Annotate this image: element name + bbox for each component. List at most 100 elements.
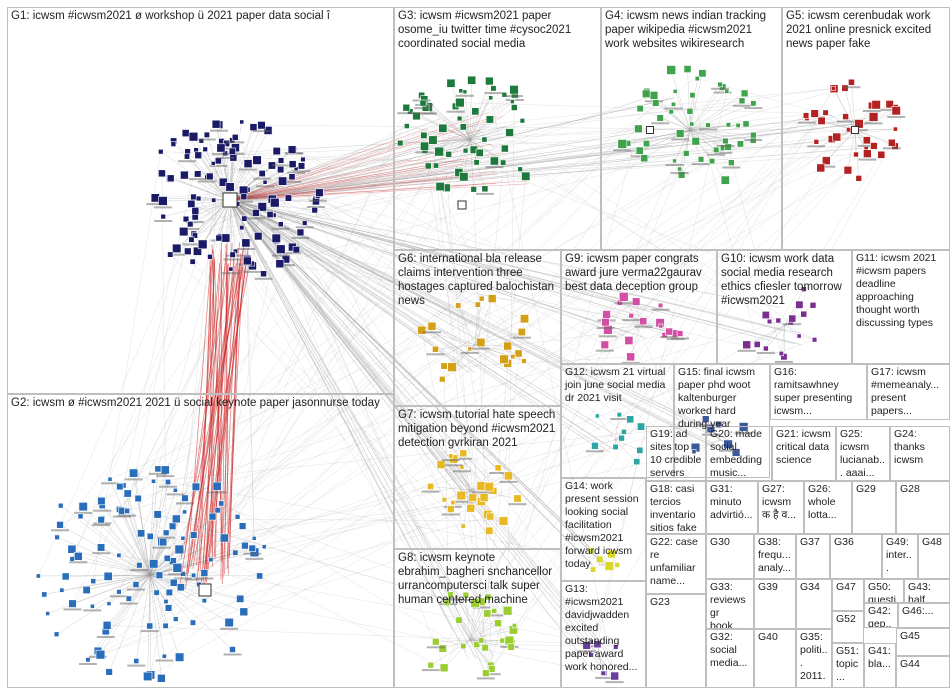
node xyxy=(591,442,599,450)
edge xyxy=(149,552,255,576)
node xyxy=(822,109,829,116)
node xyxy=(447,362,457,372)
node xyxy=(162,529,170,536)
node xyxy=(677,171,686,179)
edge xyxy=(459,102,471,141)
node xyxy=(677,166,682,172)
node xyxy=(261,544,267,550)
edge xyxy=(475,431,625,604)
edge xyxy=(229,199,467,327)
node xyxy=(200,569,209,577)
node-label-mark xyxy=(858,158,877,161)
group-box-g13: G13: #icwsm2021 davidjwadden excited out… xyxy=(561,581,646,688)
group-label: G49: inter... xyxy=(886,536,912,574)
node-label-mark xyxy=(714,151,733,154)
node-label-mark xyxy=(188,178,207,181)
node xyxy=(488,665,496,673)
edge xyxy=(229,199,709,428)
node xyxy=(97,496,106,506)
hub-node xyxy=(457,200,467,210)
edge xyxy=(237,203,631,420)
node xyxy=(182,215,190,223)
node-label-mark xyxy=(505,95,523,98)
edge xyxy=(109,479,151,576)
node-label-mark xyxy=(614,302,633,305)
node xyxy=(481,136,488,143)
node xyxy=(427,482,434,490)
group-box-g19: G19: ad sites top 10 credible servers al… xyxy=(646,426,706,481)
node-label-mark xyxy=(146,203,165,206)
edge xyxy=(655,102,691,131)
edge xyxy=(198,249,214,572)
group-box-g44: G44 xyxy=(896,656,950,688)
edge xyxy=(185,241,245,578)
edge xyxy=(424,139,471,151)
node xyxy=(616,412,622,418)
node-label-mark xyxy=(441,513,460,516)
edge xyxy=(61,574,151,591)
edge xyxy=(229,199,801,345)
node xyxy=(173,487,178,493)
group-box-g52: G52 xyxy=(832,611,864,643)
node xyxy=(229,251,236,258)
node xyxy=(728,159,735,166)
node xyxy=(863,149,872,158)
node xyxy=(153,510,162,519)
edge xyxy=(229,158,463,201)
edge xyxy=(254,339,815,539)
edge xyxy=(586,128,896,646)
node xyxy=(137,529,146,538)
edge xyxy=(854,129,857,155)
edge xyxy=(469,139,521,170)
node xyxy=(613,644,619,650)
group-box-g11: G11: icwsm 2021 #icwsm papers deadline a… xyxy=(852,250,950,364)
edge xyxy=(784,289,805,326)
node xyxy=(740,89,749,98)
node-label-mark xyxy=(744,107,763,110)
edge xyxy=(280,249,478,305)
node-label-mark xyxy=(124,478,143,481)
node xyxy=(484,482,494,492)
edge xyxy=(628,340,696,448)
node xyxy=(82,585,91,594)
edge xyxy=(428,165,519,354)
node xyxy=(218,177,228,187)
node xyxy=(600,340,610,349)
node xyxy=(665,327,673,336)
node-label-mark xyxy=(246,217,265,220)
edge xyxy=(87,508,471,660)
edge xyxy=(109,145,874,480)
edge xyxy=(140,533,151,576)
node xyxy=(738,97,746,105)
edge xyxy=(442,128,486,648)
edge xyxy=(149,574,241,600)
node-label-mark xyxy=(454,457,473,460)
edge xyxy=(149,574,244,613)
node-label-mark xyxy=(119,602,138,605)
node xyxy=(194,151,203,160)
edge xyxy=(491,88,835,670)
edge xyxy=(469,622,499,641)
node-label-mark xyxy=(671,337,689,340)
edge xyxy=(689,91,727,131)
node xyxy=(252,209,260,217)
group-label: G42: gep... xyxy=(868,605,892,628)
edge xyxy=(631,145,875,316)
edge xyxy=(71,256,211,559)
edge xyxy=(229,199,733,446)
group-box-g38: G38: frequ... analy... xyxy=(754,534,796,579)
edge xyxy=(229,199,609,651)
node xyxy=(35,573,41,579)
group-box-g5: G5: icwsm cerenbudak work 2021 online pr… xyxy=(782,7,950,250)
edge xyxy=(135,474,598,645)
node xyxy=(500,159,507,166)
edge xyxy=(435,139,471,166)
group-box-g30: G30 xyxy=(706,534,754,579)
node xyxy=(519,118,525,124)
group-label: G1: icwsm #icwsm2021 ø workshop ü 2021 p… xyxy=(11,10,330,22)
edge xyxy=(93,574,151,582)
node xyxy=(160,213,166,220)
node xyxy=(639,317,648,326)
group-box-g14: G14: work present session looking social… xyxy=(561,478,646,581)
group-label: G50: questi... xyxy=(868,581,899,603)
